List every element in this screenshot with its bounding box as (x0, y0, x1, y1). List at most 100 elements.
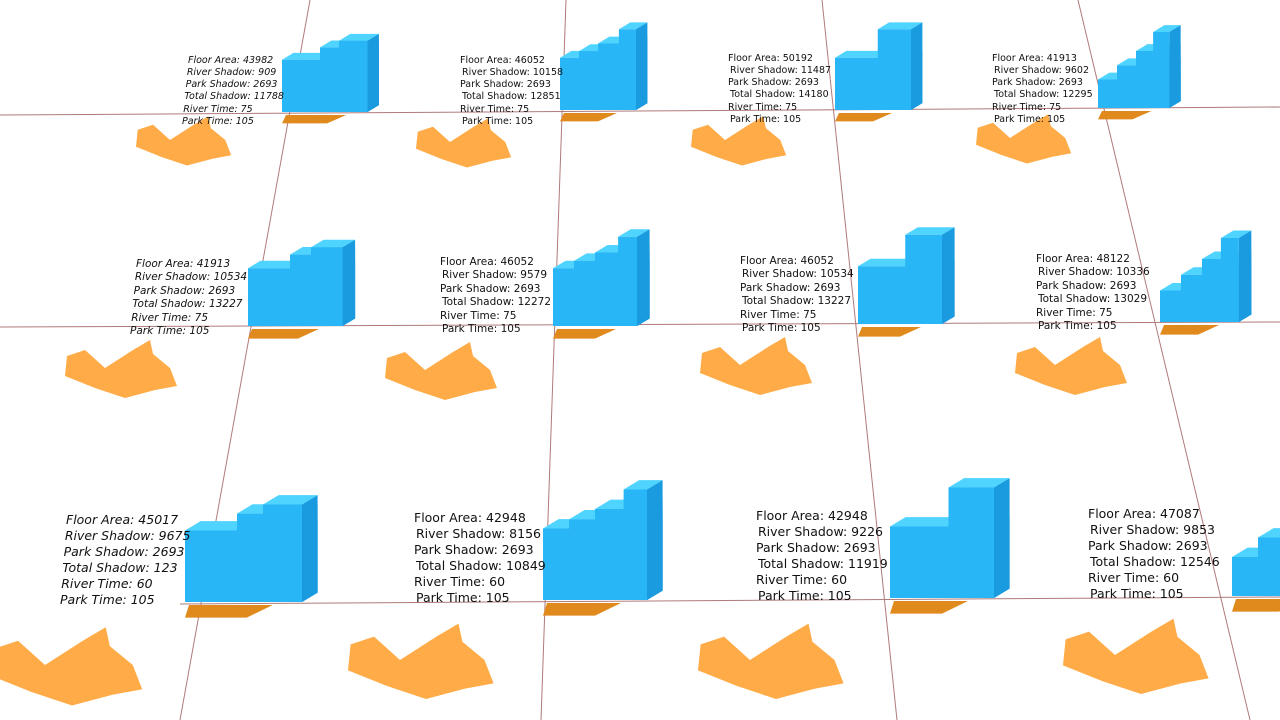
metric-river-time: River Time: 75 (440, 309, 517, 322)
metric-floor-area: Floor Area: 47087 (1088, 506, 1200, 521)
metric-river-shadow: River Shadow: 909 (186, 67, 277, 79)
metric-river-time: River Time: 60 (61, 576, 153, 591)
metric-park-time: Park Time: 105 (742, 322, 821, 335)
massing-side-face (637, 229, 650, 326)
massing-side-face (942, 227, 955, 324)
metric-river-shadow: River Shadow: 9579 (442, 269, 547, 282)
massing-front-face (1220, 238, 1239, 322)
massing-side-face (911, 22, 923, 111)
metric-river-shadow: River Shadow: 9853 (1090, 522, 1215, 537)
massing-front-face (623, 489, 647, 600)
shadow-footprint (691, 116, 787, 166)
shadow-footprint (348, 623, 494, 699)
massing-top-face (1257, 528, 1280, 538)
metric-river-shadow: River Shadow: 10336 (1038, 266, 1150, 279)
metric-river-time: River Time: 75 (131, 311, 208, 324)
massing-top-face (623, 480, 663, 490)
massing-top-face (877, 22, 923, 30)
massing-front-face (1258, 537, 1280, 596)
metric-park-time: Park Time: 105 (130, 325, 210, 338)
metric-river-shadow: River Shadow: 9675 (64, 528, 191, 543)
massing-side-face (302, 495, 318, 602)
metric-park-shadow: Park Shadow: 2693 (414, 542, 534, 557)
massing-front-face (877, 29, 911, 110)
shadow-footprint (136, 116, 232, 166)
building-massing (248, 239, 356, 326)
shadow-footprint (698, 623, 844, 699)
metric-park-time: Park Time: 105 (60, 592, 155, 607)
base-shadow-strip (1098, 111, 1152, 120)
base-shadow-strip (248, 329, 319, 339)
shadow-footprint (416, 118, 512, 168)
metric-park-time: Park Time: 105 (994, 113, 1066, 125)
metric-total-shadow: Total Shadow: 11788 (184, 91, 284, 103)
shadow-footprint (976, 114, 1072, 164)
building-massing (553, 229, 650, 326)
building-massing (835, 22, 923, 111)
shadow-footprint (700, 337, 812, 395)
metric-total-shadow: Total Shadow: 13227 (742, 295, 851, 308)
metric-floor-area: Floor Area: 46052 (440, 256, 534, 268)
metric-park-shadow: Park Shadow: 2693 (728, 77, 819, 89)
metric-river-shadow: River Shadow: 10534 (742, 268, 854, 281)
metric-floor-area: Floor Area: 50192 (728, 53, 813, 64)
metric-river-shadow: River Shadow: 11487 (730, 65, 832, 77)
metric-park-time: Park Time: 105 (1090, 586, 1184, 601)
massing-top-face (311, 239, 356, 248)
metric-park-time: Park Time: 105 (1038, 320, 1117, 333)
metric-park-shadow: Park Shadow: 2693 (460, 79, 551, 91)
massing-side-face (636, 22, 648, 111)
metric-total-shadow: Total Shadow: 12272 (442, 296, 551, 309)
massing-top-face (1153, 25, 1181, 32)
metric-total-shadow: Total Shadow: 14180 (730, 89, 829, 101)
massing-top-face (618, 229, 650, 237)
grid-line (0, 106, 1280, 116)
building-massing (1098, 25, 1181, 109)
shadow-footprint (385, 342, 497, 400)
building-massing (282, 33, 379, 113)
metric-floor-area: Floor Area: 48122 (1036, 253, 1130, 265)
massing-side-face (1169, 25, 1181, 109)
massing-side-face (994, 478, 1010, 598)
massing-side-face (367, 33, 379, 112)
grid-line (1077, 0, 1251, 720)
building-massings (185, 22, 1280, 602)
base-shadow-strip (560, 113, 617, 122)
grid-line (0, 321, 1280, 328)
metric-park-shadow: Park Shadow: 2693 (992, 77, 1083, 89)
metric-total-shadow: Total Shadow: 12546 (1090, 554, 1220, 569)
metric-river-shadow: River Shadow: 10158 (462, 67, 564, 79)
massing-top-face (339, 33, 379, 41)
metric-total-shadow: Total Shadow: 13227 (132, 298, 243, 311)
metric-river-time: River Time: 60 (1088, 570, 1180, 585)
shadow-footprint (1015, 337, 1127, 395)
metric-park-shadow: Park Shadow: 2693 (1036, 279, 1137, 292)
metric-river-time: River Time: 60 (414, 574, 506, 589)
metric-river-shadow: River Shadow: 9602 (994, 65, 1089, 77)
massing-front-face (618, 29, 636, 110)
metric-river-time: River Time: 75 (728, 101, 798, 113)
massing-top-face (905, 227, 955, 235)
massing-top-face (948, 478, 1010, 488)
metric-total-shadow: Total Shadow: 11919 (758, 556, 888, 571)
building-massing (890, 478, 1010, 598)
metric-river-time: River Time: 60 (756, 572, 848, 587)
metric-floor-area: Floor Area: 46052 (460, 55, 545, 66)
metric-total-shadow: Total Shadow: 10849 (416, 558, 546, 573)
metric-total-shadow: Total Shadow: 123 (62, 560, 178, 575)
massing-front-face (618, 236, 637, 326)
metric-park-shadow: Park Shadow: 2693 (185, 79, 278, 91)
metric-floor-area: Floor Area: 46052 (740, 255, 834, 267)
metric-river-shadow: River Shadow: 9226 (758, 524, 883, 539)
metric-park-time: Park Time: 105 (462, 115, 534, 127)
building-massing (858, 227, 955, 324)
metric-floor-area: Floor Area: 41913 (136, 258, 231, 270)
metric-park-shadow: Park Shadow: 2693 (133, 284, 236, 297)
building-massing (543, 480, 663, 600)
shadow-footprint (65, 340, 177, 398)
